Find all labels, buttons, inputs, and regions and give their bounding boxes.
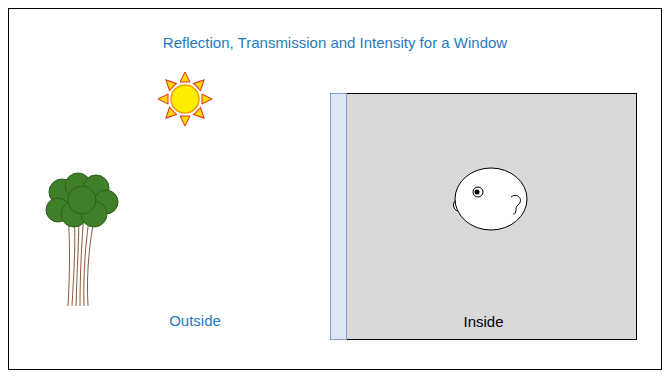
area-label: Outside bbox=[169, 312, 221, 329]
frame-border bbox=[9, 9, 662, 370]
room-box: Inside bbox=[330, 93, 637, 340]
sun-symbol bbox=[158, 72, 212, 126]
tree-symbol bbox=[46, 173, 118, 306]
diagram-title: Reflection, Transmission and Intensity f… bbox=[0, 34, 670, 51]
room-label: Inside bbox=[331, 313, 636, 330]
